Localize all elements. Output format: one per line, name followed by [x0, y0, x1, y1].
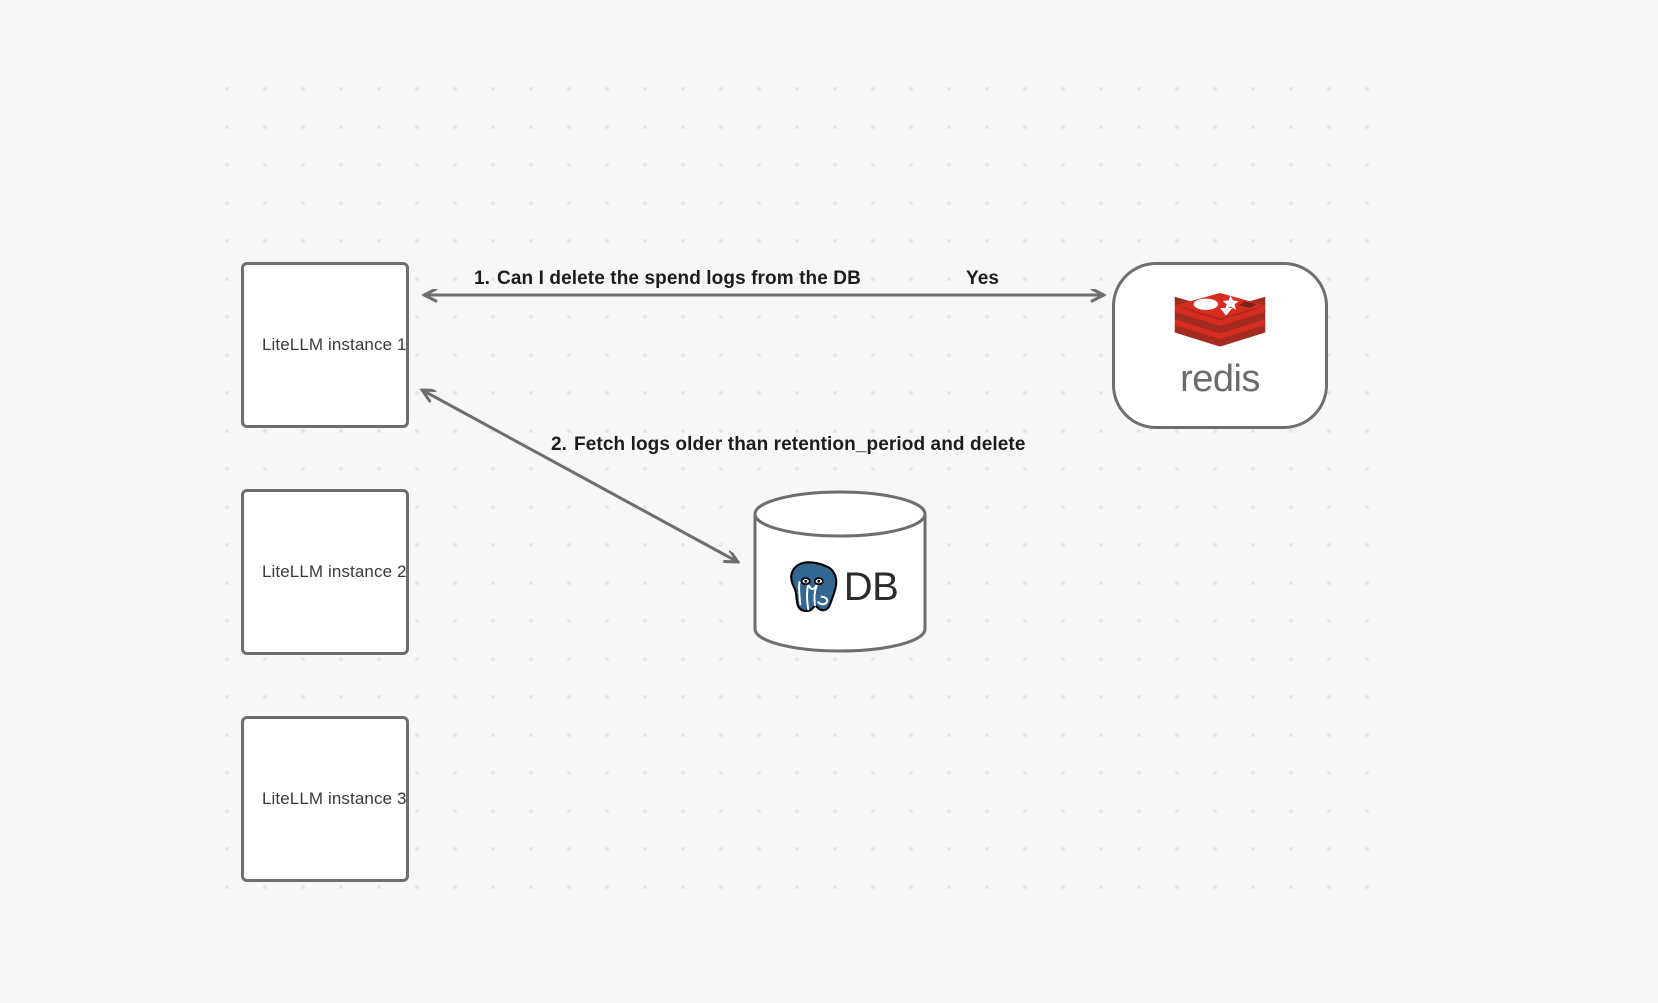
node-litellm-instance-2[interactable]: LiteLLM instance 2 [241, 489, 409, 655]
node-label-instance-1: LiteLLM instance 1 [262, 335, 407, 354]
node-redis[interactable]: redis [1112, 262, 1328, 429]
edge-label-step-2: 2. Fetch logs older than retention_period… [551, 434, 1026, 456]
edge-label-step-1-number: 1. [474, 268, 491, 289]
edge-label-step-2-number: 2. [551, 434, 568, 455]
redis-wordmark: redis [1180, 360, 1260, 400]
postgresql-elephant-icon [787, 560, 840, 614]
edge-label-step-2-text: Fetch logs older than retention_period a… [574, 434, 1026, 455]
edge-line-instance1-db [422, 390, 738, 562]
database-cylinder-shape [753, 490, 927, 653]
node-database[interactable]: DB [752, 490, 928, 653]
svg-text:redis: redis [1180, 360, 1260, 400]
node-litellm-instance-1[interactable]: LiteLLM instance 1 [241, 262, 409, 428]
database-logo-group: DB [752, 552, 928, 622]
edge-label-step-1-text: Can I delete the spend logs from the DB [497, 268, 861, 289]
edge-label-step-1: 1. Can I delete the spend logs from the D… [474, 268, 861, 290]
database-label: DB [843, 565, 899, 609]
edge-label-reply-yes: Yes [966, 268, 1000, 289]
node-litellm-instance-3[interactable]: LiteLLM instance 3 [241, 716, 409, 882]
node-label-instance-3: LiteLLM instance 3 [262, 789, 407, 808]
redis-logo-icon [1174, 292, 1266, 347]
node-label-instance-2: LiteLLM instance 2 [262, 562, 407, 581]
